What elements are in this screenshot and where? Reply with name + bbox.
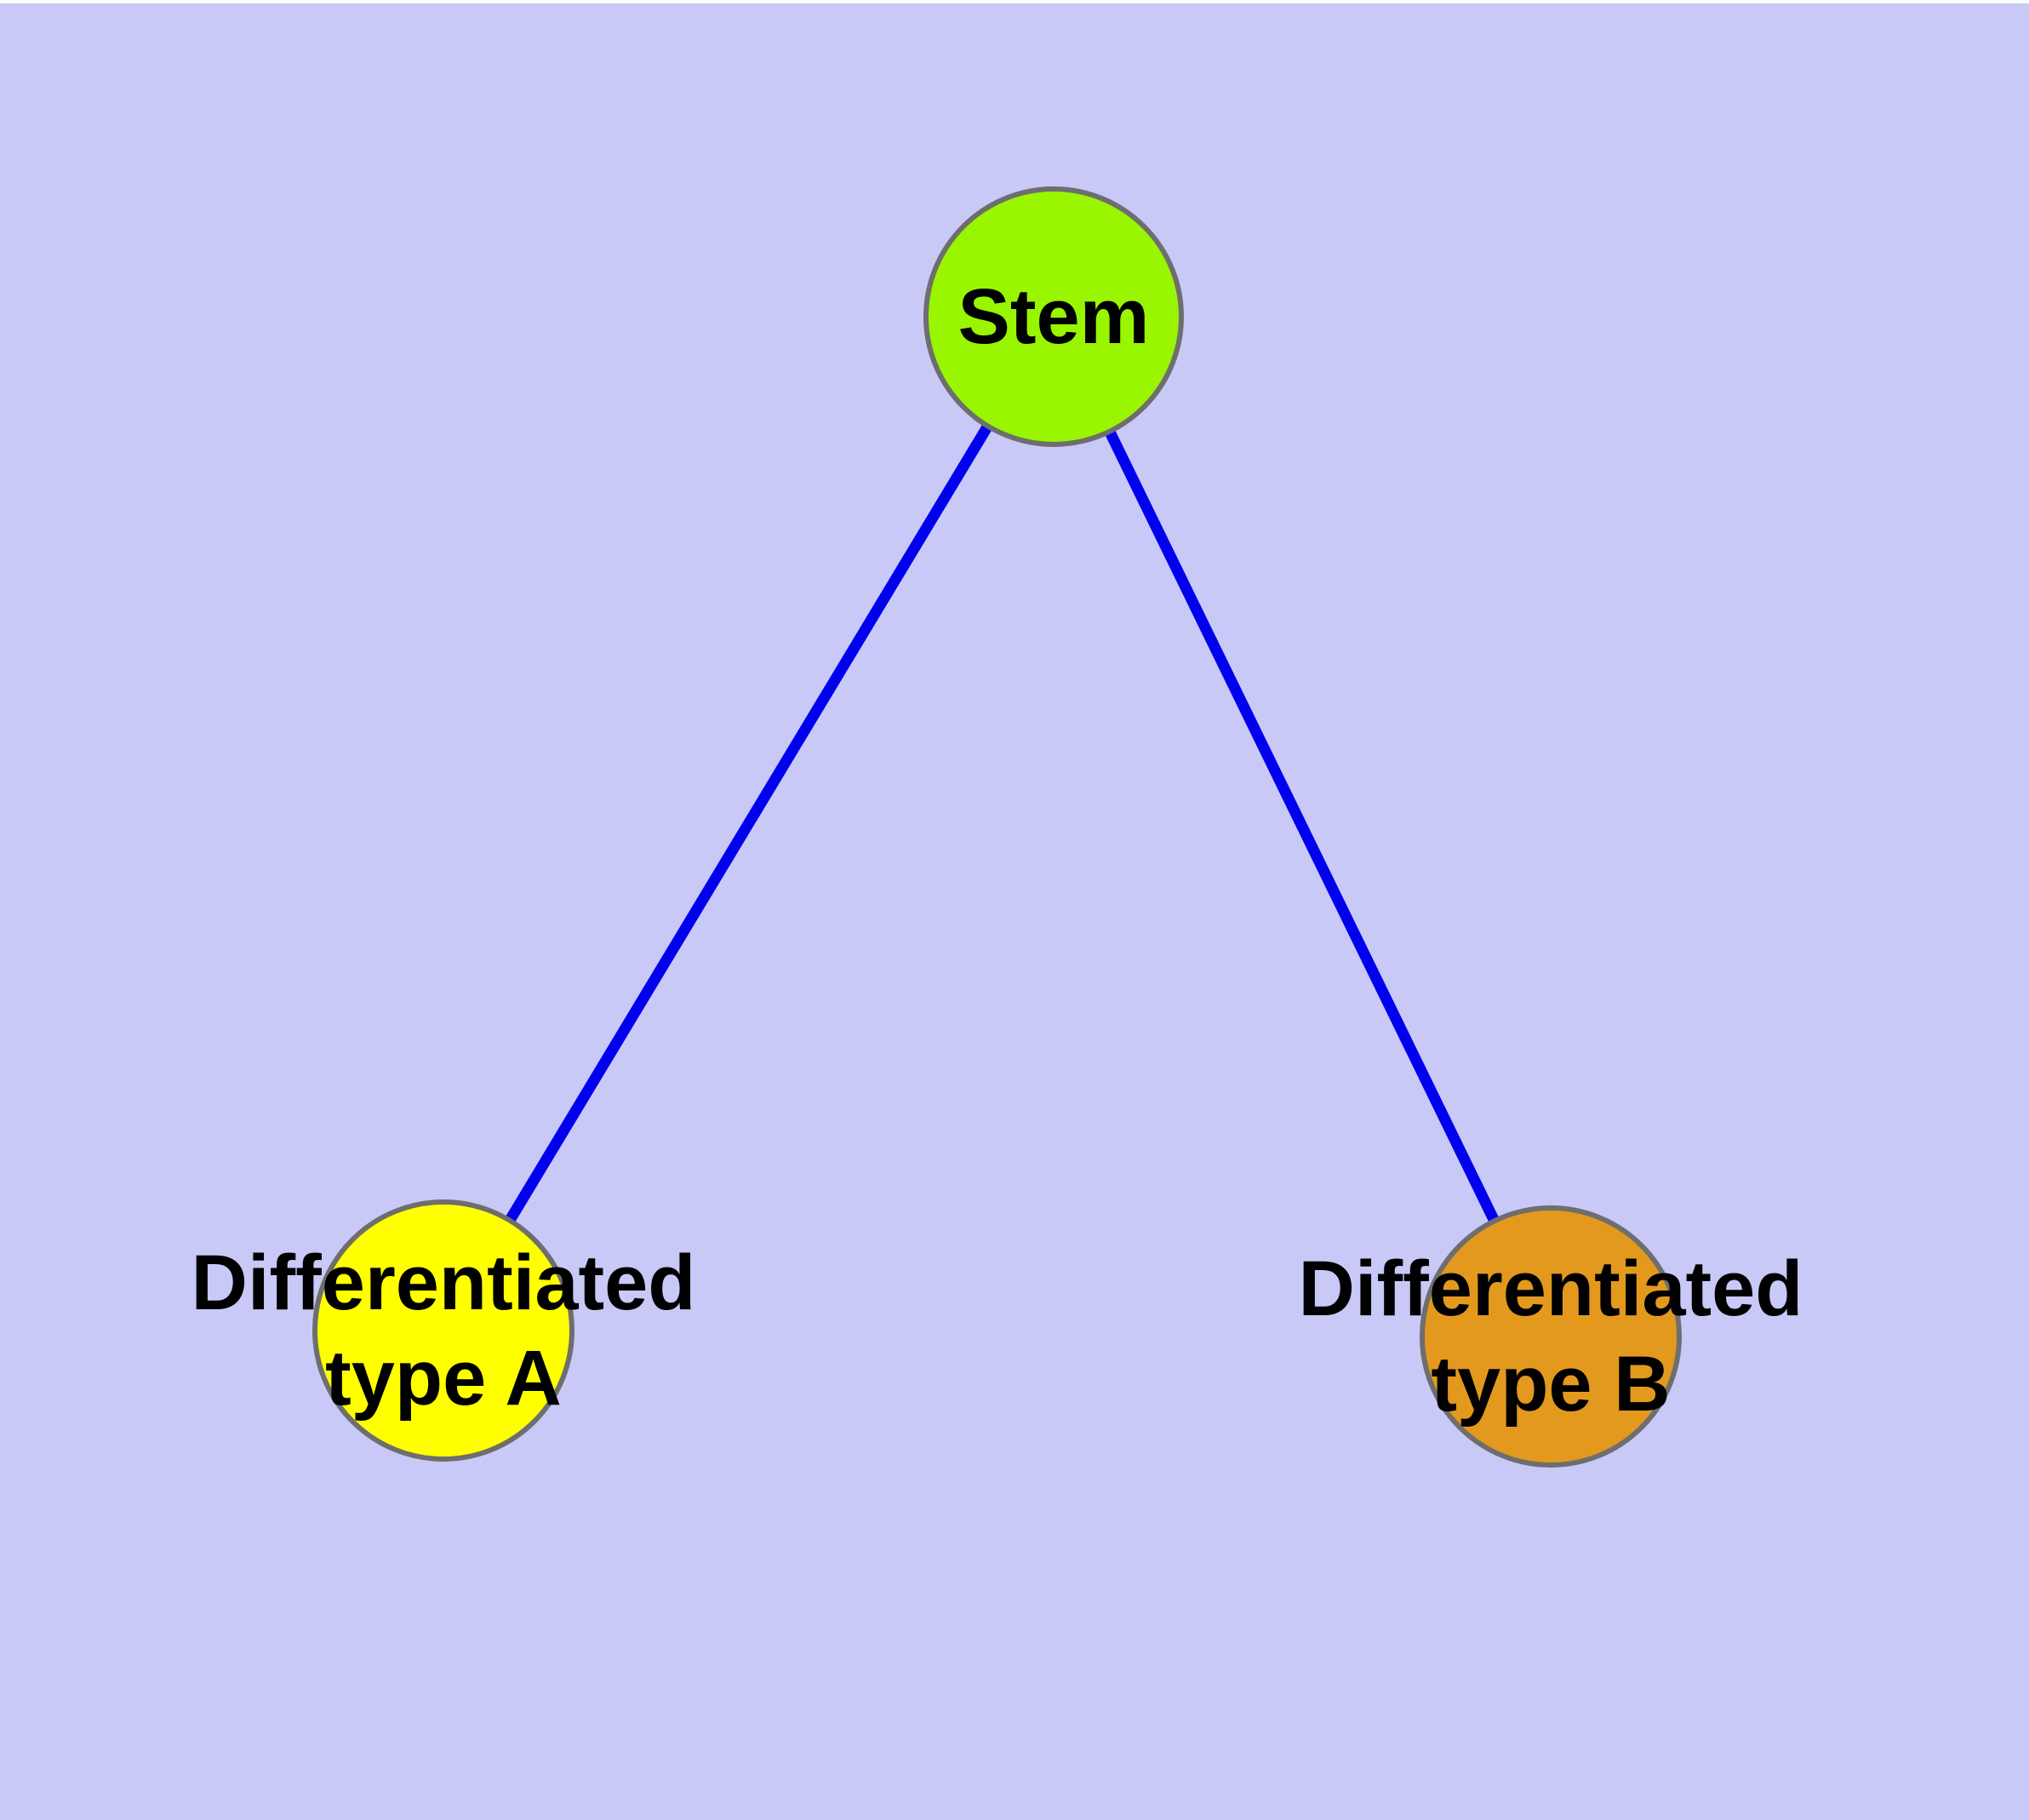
label-line: type B <box>1431 1341 1671 1428</box>
edge-stem-to-type-a <box>438 313 1059 1334</box>
label-line: type A <box>325 1335 562 1422</box>
node-differentiated-type-b <box>1420 1205 1682 1468</box>
node-differentiated-type-a <box>312 1199 574 1462</box>
edge-stem-to-type-b <box>1049 314 1556 1339</box>
node-stem <box>923 186 1184 447</box>
label-line: Differentiated <box>191 1239 696 1326</box>
node-differentiated-type-b-label: Differentiated type B <box>1299 1241 1803 1432</box>
top-margin-strip <box>0 0 2029 3</box>
node-differentiated-type-a-label: Differentiated type A <box>191 1235 696 1426</box>
label-line: Stem <box>957 273 1150 360</box>
node-stem-label: Stem <box>958 269 1150 364</box>
label-line: Differentiated <box>1298 1245 1803 1332</box>
